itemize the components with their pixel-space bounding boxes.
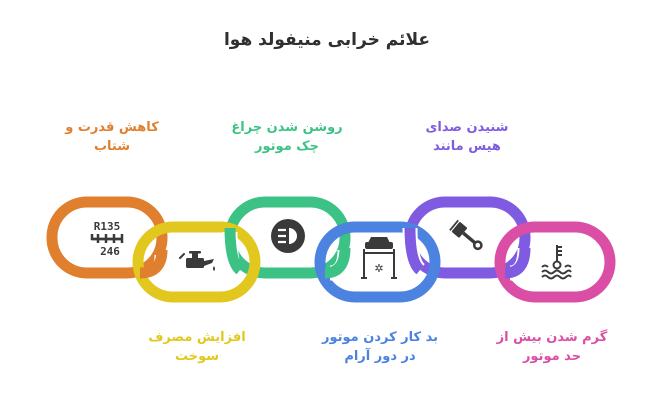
ring-pink [494, 221, 616, 303]
ring-orange [46, 196, 168, 279]
ring-blue [314, 221, 441, 303]
label-line-2: حد موتور [522, 349, 582, 364]
label-line-1: گرم شدن بیش از [496, 330, 608, 345]
label-line-1: افزایش مصرف [148, 330, 246, 345]
label-line-2: چک موتور [255, 139, 319, 154]
label-rough-idle: بد کار کردن موتور در دور آرام [295, 328, 465, 366]
label-line-2: سوخت [174, 349, 220, 364]
label-line-1: کاهش قدرت و [65, 120, 159, 135]
svg-text:✲: ✲ [374, 262, 383, 275]
label-line-1: شنیدن صدای [425, 120, 509, 135]
label-line-2: در دور آرام [344, 349, 416, 364]
car-lift-icon: ✲ [361, 237, 397, 279]
ring-yellow [132, 221, 261, 303]
label-fuel-consumption: افزایش مصرف سوخت [112, 328, 282, 366]
label-line-2: هیس مانند [433, 139, 501, 154]
coolant-temperature-icon [541, 245, 572, 280]
headlight-icon [271, 219, 305, 253]
svg-text:R135: R135 [94, 220, 121, 233]
label-overheating: گرم شدن بیش از حد موتور [467, 328, 637, 366]
label-line-1: روشن شدن چراغ [231, 120, 343, 135]
gear-shift-icon: R135 246 [90, 220, 124, 258]
label-line-1: بد کار کردن موتور [321, 330, 439, 345]
label-line-2: شتاب [93, 139, 131, 154]
piston-icon [449, 219, 483, 251]
page-title: علائم خرابی منیفولد هوا [223, 30, 430, 50]
oil-can-icon [179, 251, 215, 271]
label-hissing-sound: شنیدن صدای هیس مانند [382, 118, 552, 156]
label-check-engine: روشن شدن چراغ چک موتور [202, 118, 372, 156]
svg-text:246: 246 [100, 245, 120, 258]
label-power-loss: کاهش قدرت و شتاب [27, 118, 197, 156]
